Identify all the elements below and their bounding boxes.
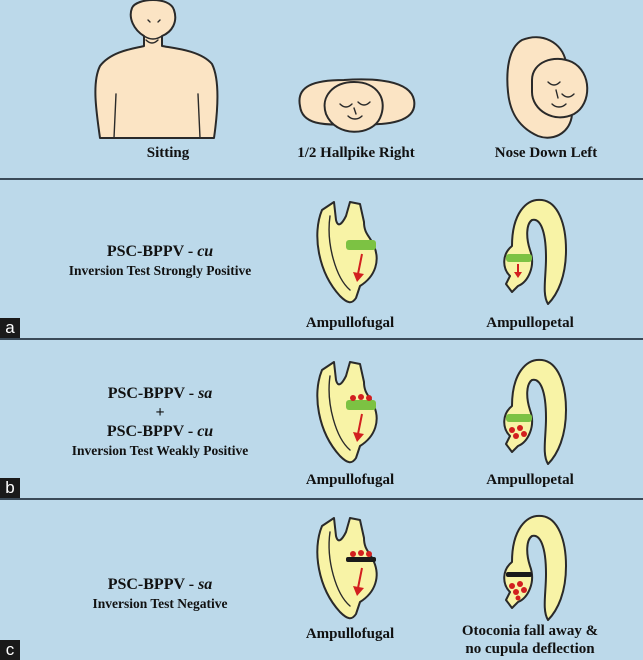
- panel-b-tag: b: [0, 478, 20, 498]
- canal-ampullofugal-icon: [316, 361, 378, 464]
- panel-b-description: PSC-BPPV - sa + PSC-BPPV - cu Inversion …: [71, 385, 249, 458]
- panel-a-left-caption: Ampullofugal: [305, 315, 395, 331]
- position-label-hallpike: 1/2 Hallpike Right: [297, 145, 415, 161]
- panel-b-left-caption: Ampullofugal: [305, 472, 395, 488]
- sitting-figure-icon: [94, 0, 219, 139]
- panel-c-tag: c: [0, 640, 20, 660]
- panel-a-tag: a: [0, 318, 20, 338]
- panel-a-description: PSC-BPPV - cu Inversion Test Strongly Po…: [68, 243, 252, 278]
- canal-ampullofugal-icon: [316, 201, 378, 304]
- canal-ampullopetal-icon: [503, 358, 567, 465]
- head-position-panel: Sitting 1/2 Hallpike Right Nose Down Lef…: [0, 0, 643, 180]
- position-label-sitting: Sitting: [146, 145, 190, 161]
- panel-b-canalithiasis-and-cupulolithiasis: PSC-BPPV - sa + PSC-BPPV - cu Inversion …: [0, 340, 643, 500]
- head-hallpike-right-icon: [298, 78, 416, 133]
- panel-c-right-caption: Otoconia fall away & no cupula deflectio…: [461, 623, 599, 657]
- position-label-nose-down: Nose Down Left: [494, 145, 598, 161]
- panel-c-canalithiasis: PSC-BPPV - sa Inversion Test Negative Am…: [0, 500, 643, 660]
- canal-cupula-no-deflection-icon: [503, 514, 567, 621]
- panel-c-description: PSC-BPPV - sa Inversion Test Negative: [92, 576, 228, 611]
- panel-a-cupulolithiasis: PSC-BPPV - cu Inversion Test Strongly Po…: [0, 180, 643, 340]
- panel-b-right-caption: Ampullopetal: [486, 472, 574, 488]
- panel-a-right-caption: Ampullopetal: [486, 315, 574, 331]
- canal-ampullofugal-icon: [316, 517, 378, 620]
- canal-ampullopetal-icon: [503, 198, 567, 305]
- panel-c-left-caption: Ampullofugal: [305, 626, 395, 642]
- head-nose-down-left-icon: [506, 36, 589, 139]
